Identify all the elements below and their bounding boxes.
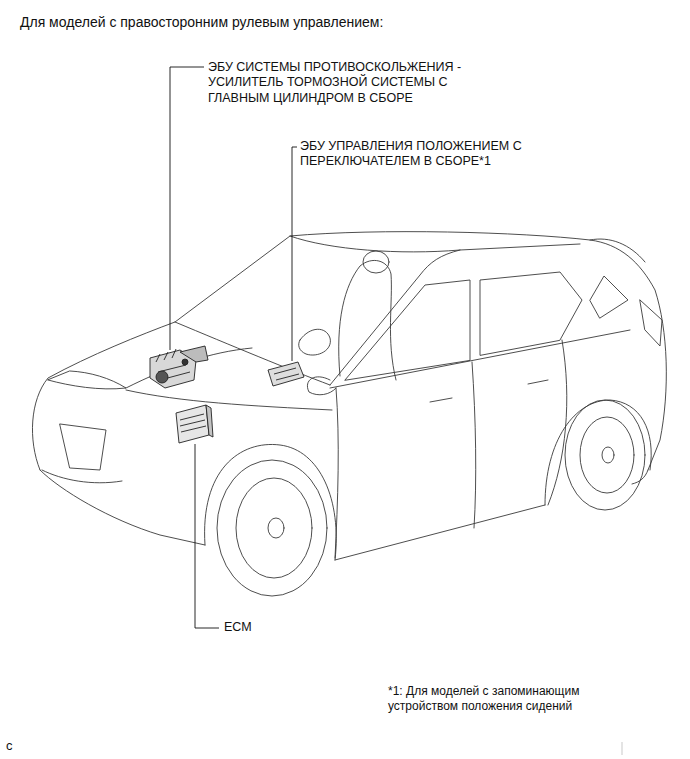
rear-rim	[580, 417, 634, 493]
ecm-box	[176, 405, 209, 443]
tail-light	[640, 300, 662, 346]
leader-line	[170, 67, 204, 350]
abs-motor	[156, 371, 168, 383]
front-hub	[268, 518, 284, 538]
headlight	[48, 371, 126, 389]
rear-spoiler	[590, 239, 645, 262]
position-ecu-detail	[274, 368, 299, 380]
rear-tire	[565, 400, 645, 510]
part-name: ECM	[224, 620, 304, 635]
door-gap	[472, 362, 476, 528]
front-rim	[236, 478, 312, 578]
front-wheel-arch	[205, 444, 337, 560]
frame-tick	[622, 742, 623, 755]
part-name: ЭБУ УПРАВЛЕНИЯ ПОЛОЖЕНИЕМ С ПЕРЕКЛЮЧАТЕЛ…	[300, 139, 565, 170]
image-code: c	[6, 738, 36, 754]
rear-door-edge	[548, 340, 567, 505]
abs-unit	[150, 346, 208, 388]
leader-line	[195, 444, 219, 628]
lower-intake	[42, 470, 122, 483]
front-bumper-bottom	[40, 470, 205, 545]
position-ecu	[268, 362, 304, 386]
rear-wheel-arch	[545, 400, 651, 505]
rear-hub	[602, 447, 614, 463]
belt-line	[330, 330, 630, 388]
steering-wheel	[299, 329, 331, 355]
door-handle	[528, 380, 548, 384]
grille	[60, 424, 106, 470]
seat-back	[339, 260, 396, 380]
headrest	[363, 251, 389, 273]
ecm-side	[206, 405, 213, 437]
roof-side	[290, 236, 580, 252]
leader-line	[292, 147, 297, 361]
body-outline	[32, 232, 666, 470]
abs-port	[182, 359, 188, 365]
fender-line	[126, 390, 332, 410]
part-name: ЭБУ СИСТЕМЫ ПРОТИВОСКОЛЬЖЕНИЯ - УСИЛИТЕЛ…	[208, 60, 508, 106]
front-tire	[217, 460, 327, 596]
sill-line	[335, 505, 545, 560]
mirror	[307, 377, 336, 395]
windshield-base	[175, 322, 330, 385]
ecm-unit	[176, 405, 213, 443]
front-door-edge	[335, 388, 338, 558]
ecm-ribs	[180, 414, 206, 432]
position-ecu-box	[268, 362, 304, 386]
door-handle	[430, 398, 452, 402]
quarter-window	[590, 276, 628, 318]
footnote: *1: Для моделей с запоминающим устройств…	[388, 684, 638, 713]
heading: Для моделей с правосторонним рулевым упр…	[20, 14, 383, 31]
